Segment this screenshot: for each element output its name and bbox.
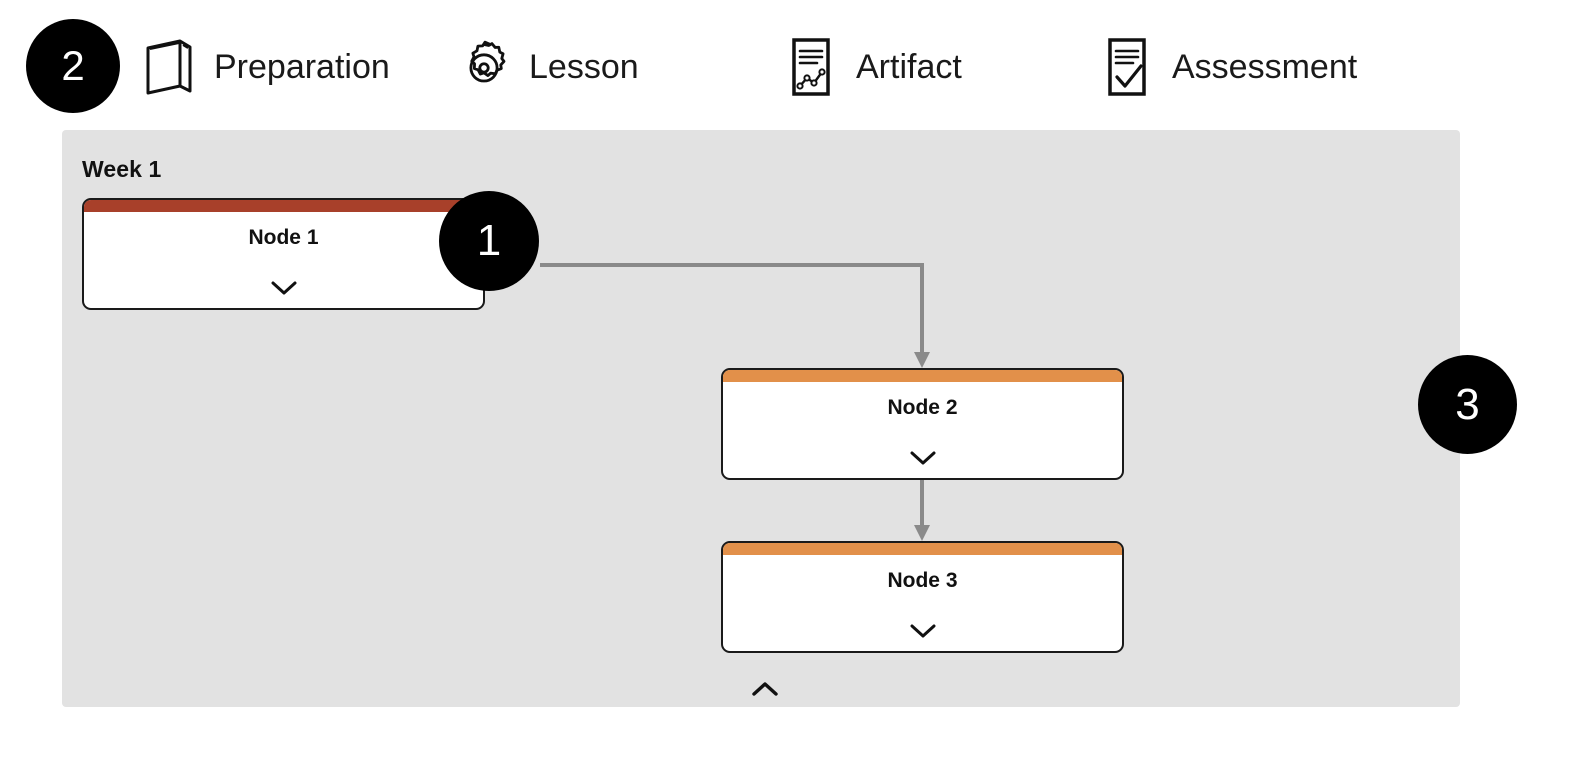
week-panel: Week 1 Node 1 Node 2 Node 3 [62,130,1460,707]
toolbar-label-artifact: Artifact [856,48,962,86]
node-title: Node 2 [887,396,958,419]
chevron-down-icon[interactable] [84,280,483,296]
chart-document-icon [782,32,840,102]
chevron-up-icon[interactable] [748,678,782,700]
toolbar-item-artifact[interactable]: Artifact [782,30,962,104]
toolbar-label-lesson: Lesson [529,48,639,86]
node-accent-bar [723,543,1122,555]
toolbar-item-preparation[interactable]: Preparation [140,30,390,104]
chevron-down-icon[interactable] [723,450,1122,466]
chevron-down-icon[interactable] [723,623,1122,639]
node-card-node-2[interactable]: Node 2 [721,368,1124,480]
node-card-node-1[interactable]: Node 1 [82,198,485,310]
toolbar-item-assessment[interactable]: Assessment [1098,30,1357,104]
checklist-document-icon [1098,32,1156,102]
step-badge-1[interactable]: 1 [439,191,539,291]
toolbar-label-assessment: Assessment [1172,48,1358,86]
node-title: Node 1 [248,226,319,249]
toolbar-label-preparation: Preparation [214,48,390,86]
week-panel-title: Week 1 [82,156,162,182]
node-accent-bar [84,200,483,212]
step-badge-2[interactable]: 2 [26,19,120,113]
node-accent-bar [723,370,1122,382]
step-badge-3[interactable]: 3 [1418,355,1517,454]
gear-icon [455,32,513,102]
toolbar-item-lesson[interactable]: Lesson [455,30,639,104]
node-title: Node 3 [887,569,958,592]
book-icon [140,32,198,102]
workflow-toolbar: Preparation Lesson [0,0,1570,130]
node-card-node-3[interactable]: Node 3 [721,541,1124,653]
